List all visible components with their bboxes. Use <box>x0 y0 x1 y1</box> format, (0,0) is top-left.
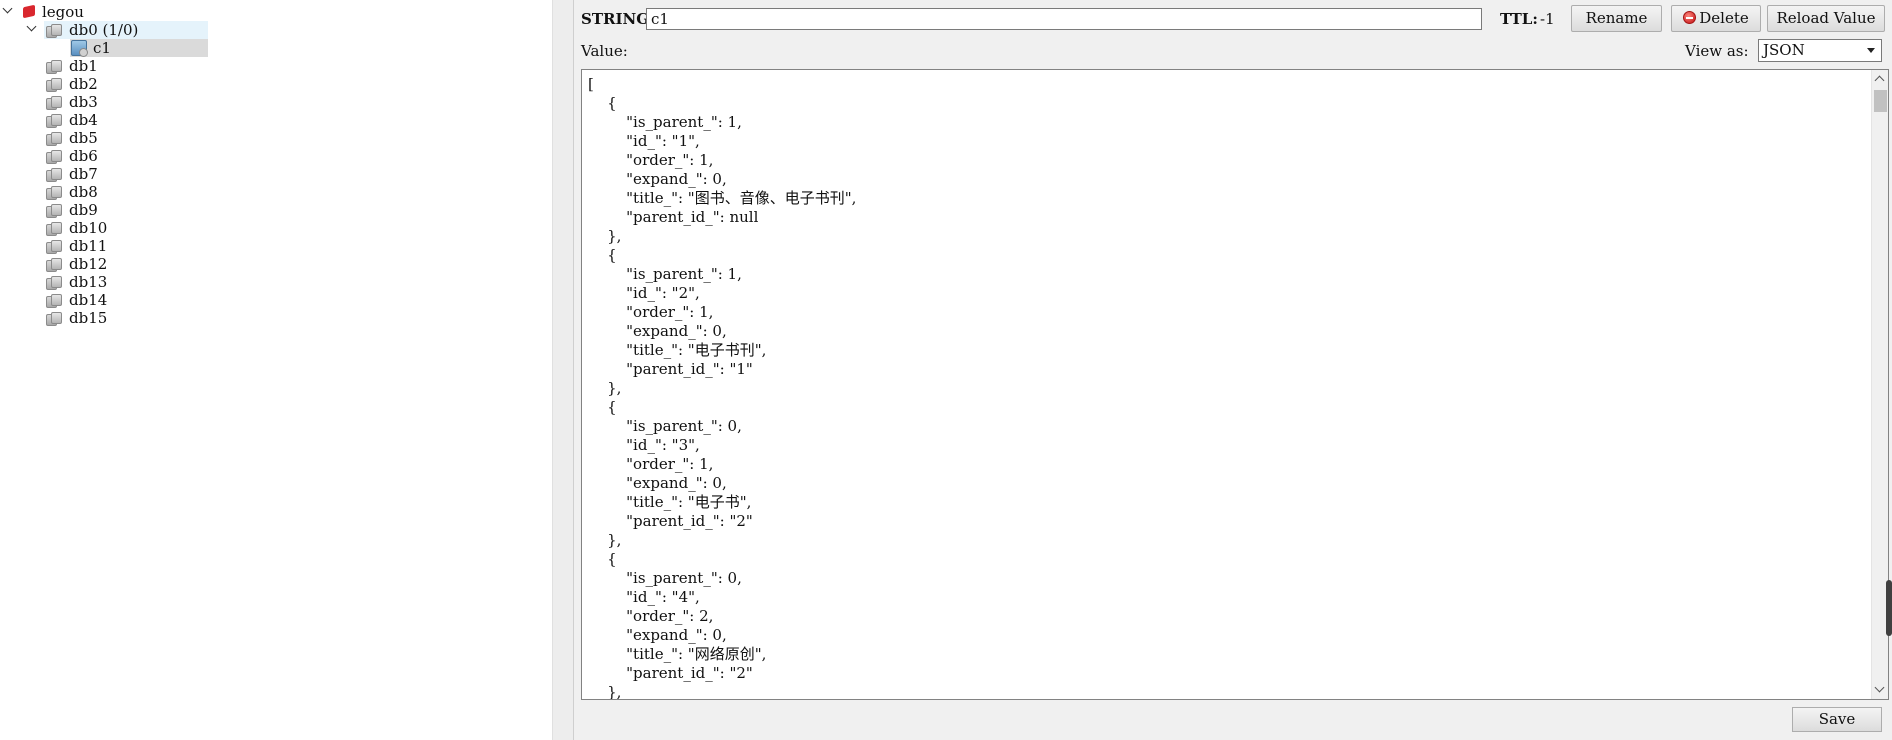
chevron-down-icon[interactable] <box>2 1 16 19</box>
tree-item-db[interactable]: db1 <box>0 57 300 75</box>
tree-item-label: db6 <box>69 147 98 165</box>
database-icon <box>46 23 62 38</box>
tree-item-db[interactable]: db6 <box>0 147 300 165</box>
tree-item-db[interactable]: db4 <box>0 111 300 129</box>
tree-item-db0[interactable]: db0 (1/0) <box>0 21 300 39</box>
server-tree: legou db0 (1/0) c1 db1 db2 db3 db4 db5 d… <box>0 0 552 740</box>
tree-item-label: db3 <box>69 93 98 111</box>
tree-item-label: db15 <box>69 309 108 327</box>
chevron-down-icon <box>1867 48 1875 53</box>
tree-item-db[interactable]: db7 <box>0 165 300 183</box>
delete-icon <box>1683 11 1697 24</box>
tree-item-db[interactable]: db15 <box>0 309 300 327</box>
rename-button-label: Rename <box>1585 9 1648 27</box>
tree-item-label: db13 <box>69 273 108 291</box>
database-icon <box>46 95 62 110</box>
database-icon <box>46 185 62 200</box>
view-as-select[interactable]: JSON <box>1758 39 1882 62</box>
tree-item-label: db4 <box>69 111 98 129</box>
database-icon <box>46 203 62 218</box>
reload-button-label: Reload Value <box>1776 9 1876 27</box>
view-as-selected: JSON <box>1763 41 1805 59</box>
tree-item-label: db7 <box>69 165 98 183</box>
tree-item-db[interactable]: db14 <box>0 291 300 309</box>
tree-item-label: legou <box>42 3 84 21</box>
vertical-scrollbar[interactable] <box>1871 70 1888 699</box>
tree-item-db[interactable]: db10 <box>0 219 300 237</box>
scroll-down-icon[interactable] <box>1874 682 1885 693</box>
tree-item-db[interactable]: db3 <box>0 93 300 111</box>
string-key-icon <box>71 40 88 57</box>
chevron-down-icon[interactable] <box>26 19 40 37</box>
tree-item-label: db14 <box>69 291 108 309</box>
save-button-label: Save <box>1818 710 1856 728</box>
tree-item-db[interactable]: db13 <box>0 273 300 291</box>
database-icon <box>46 293 62 308</box>
tree-item-label: db0 (1/0) <box>69 21 139 39</box>
value-text[interactable]: [ { "is_parent_": 1, "id_": "1", "order_… <box>588 75 857 700</box>
rename-button[interactable]: Rename <box>1571 5 1662 32</box>
tree-item-label: db8 <box>69 183 98 201</box>
tree-item-label: db1 <box>69 57 98 75</box>
panel-splitter[interactable] <box>552 0 574 740</box>
tree-item-label: db11 <box>69 237 108 255</box>
database-icon <box>46 167 62 182</box>
key-name-input[interactable]: c1 <box>646 8 1482 30</box>
redis-server-icon <box>22 4 37 19</box>
view-as-label: View as: <box>1685 42 1749 60</box>
database-icon <box>46 239 62 254</box>
hover-highlight <box>44 21 208 39</box>
tree-item-db[interactable]: db8 <box>0 183 300 201</box>
database-icon <box>46 275 62 290</box>
reload-value-button[interactable]: Reload Value <box>1767 5 1885 32</box>
tree-item-label: db9 <box>69 201 98 219</box>
tree-item-label: db10 <box>69 219 108 237</box>
tree-item-db[interactable]: db2 <box>0 75 300 93</box>
database-icon <box>46 113 62 128</box>
tree-item-label: db5 <box>69 129 98 147</box>
value-label: Value: <box>581 42 628 60</box>
selected-highlight <box>70 39 208 57</box>
ttl-label: TTL: <box>1500 10 1538 28</box>
tree-item-db[interactable]: db9 <box>0 201 300 219</box>
database-icon <box>46 221 62 236</box>
database-icon <box>46 77 62 92</box>
delete-button[interactable]: Delete <box>1671 5 1761 32</box>
tree-item-key-c1[interactable]: c1 <box>0 39 300 57</box>
value-editor[interactable]: [ { "is_parent_": 1, "id_": "1", "order_… <box>581 69 1889 700</box>
database-icon <box>46 59 62 74</box>
save-button[interactable]: Save <box>1792 707 1882 732</box>
tree-item-db[interactable]: db12 <box>0 255 300 273</box>
resize-handle[interactable] <box>1886 580 1892 636</box>
database-icon <box>46 257 62 272</box>
scroll-up-icon[interactable] <box>1874 75 1885 86</box>
database-icon <box>46 149 62 164</box>
database-icon <box>46 131 62 146</box>
tree-item-server[interactable]: legou <box>0 3 300 21</box>
ttl-value: -1 <box>1540 10 1555 28</box>
tree-item-label: db12 <box>69 255 108 273</box>
value-panel: STRING: c1 TTL: -1 Rename Delete Reload … <box>574 0 1892 740</box>
tree-item-label: db2 <box>69 75 98 93</box>
tree-item-db[interactable]: db5 <box>0 129 300 147</box>
scrollbar-thumb[interactable] <box>1874 90 1887 112</box>
tree-item-db[interactable]: db11 <box>0 237 300 255</box>
database-icon <box>46 311 62 326</box>
delete-button-label: Delete <box>1699 9 1749 27</box>
key-type-label: STRING: <box>581 10 655 28</box>
tree-item-label: c1 <box>93 39 111 57</box>
